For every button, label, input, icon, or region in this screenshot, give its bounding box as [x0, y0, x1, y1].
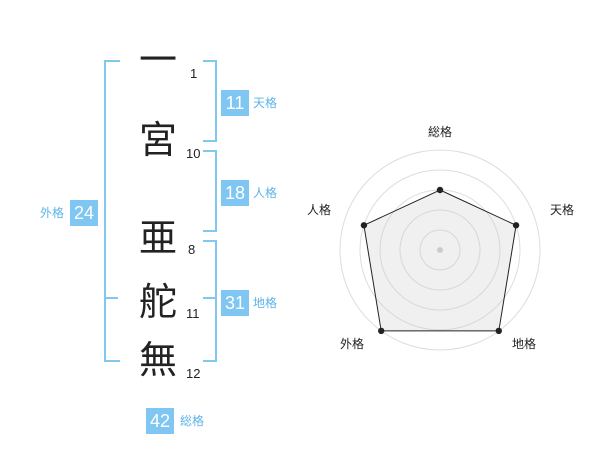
radar-point-1 [436, 186, 444, 194]
radar-data-polygon [363, 189, 517, 332]
radar-point-5 [360, 222, 368, 229]
stroke-count-1: 1 [190, 66, 198, 81]
tenkaku-label: 天格 [253, 96, 278, 110]
radar-ring-3 [379, 189, 501, 311]
gaikaku-value: 24 [70, 200, 98, 226]
radar-point-3 [495, 327, 502, 335]
gaikaku-bracket [104, 60, 120, 362]
name-char-1: 一 [139, 38, 178, 82]
radar-point-2 [512, 222, 520, 229]
stroke-count-5: 12 [186, 366, 201, 381]
jinkaku-value: 18 [221, 180, 249, 206]
radar-ring-2 [399, 209, 481, 291]
name-char-2: 宮 [139, 118, 178, 162]
chikaku-value: 31 [221, 290, 249, 316]
stroke-count-4: 11 [186, 306, 200, 321]
radar-ring-4 [359, 169, 521, 331]
tenkaku-value: 11 [221, 90, 249, 116]
radar-label-soukaku: 総格 [427, 125, 453, 139]
radar-label-jinkaku: 人格 [306, 203, 332, 217]
name-char-5: 無 [139, 338, 178, 382]
tenkaku-bracket [203, 60, 217, 142]
name-char-4: 舵 [139, 280, 178, 324]
chikaku-bracket [203, 240, 217, 362]
stroke-count-3: 8 [188, 242, 196, 257]
gaikaku-bracket-divider [104, 297, 118, 299]
jinkaku-label: 人格 [253, 186, 278, 200]
gaikaku-label: 外格 [40, 206, 65, 220]
radar-ring-1 [419, 229, 461, 271]
radar-center-dot [437, 247, 443, 253]
radar-label-gaikaku: 外格 [339, 337, 365, 351]
jinkaku-bracket [203, 150, 217, 232]
stroke-count-2: 10 [186, 146, 201, 161]
name-char-3: 亜 [139, 216, 178, 260]
soukaku-label: 総格 [180, 414, 205, 428]
chikaku-label: 地格 [253, 296, 278, 310]
radar-ring-outer [339, 149, 541, 351]
soukaku-value: 42 [146, 408, 174, 434]
radar-label-chikaku: 地格 [511, 337, 537, 351]
chikaku-bracket-divider [203, 297, 215, 299]
radar-point-4 [378, 327, 385, 335]
radar-label-tenkaku: 天格 [549, 203, 575, 217]
